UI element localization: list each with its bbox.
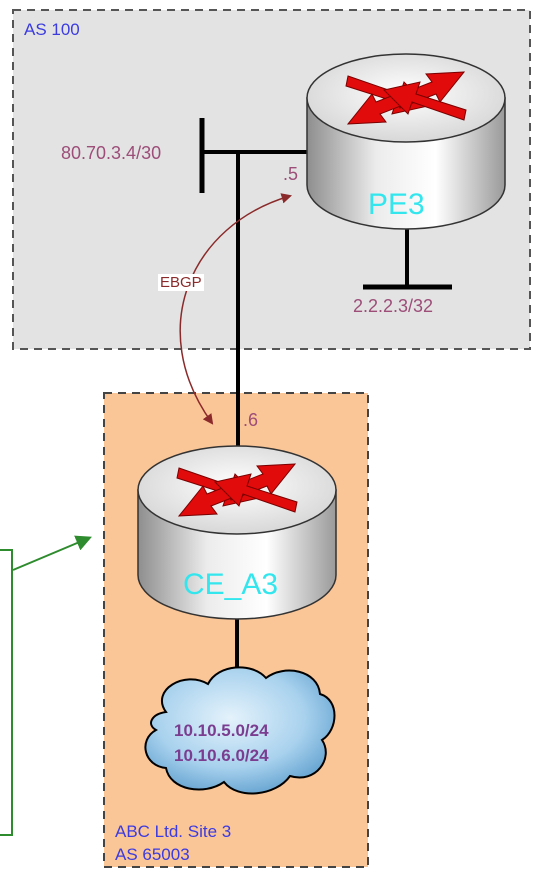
pe-interface-address: .5 xyxy=(283,164,299,184)
pe3-router[interactable] xyxy=(306,53,506,230)
cloud-network-1: 10.10.5.0/24 xyxy=(174,721,269,740)
cloud-network-2: 10.10.6.0/24 xyxy=(174,746,269,765)
ce-a3-router-label: CE_A3 xyxy=(183,568,279,601)
site-as-label: AS 65003 xyxy=(115,845,190,864)
site-name-label: ABC Ltd. Site 3 xyxy=(115,822,232,841)
pe3-router-label: PE3 xyxy=(368,188,425,221)
callout-arrow xyxy=(12,535,92,571)
subnet-label: 80.70.3.4/30 xyxy=(61,143,162,163)
ce-interface-address: .6 xyxy=(243,410,259,430)
as100-label: AS 100 xyxy=(24,20,80,39)
ebgp-label: EBGP xyxy=(158,274,204,291)
pe-loopback-label: 2.2.2.3/32 xyxy=(353,296,434,316)
ce-a3-router[interactable] xyxy=(137,445,337,620)
cloud-icon xyxy=(144,666,336,795)
callout-box xyxy=(0,549,13,836)
